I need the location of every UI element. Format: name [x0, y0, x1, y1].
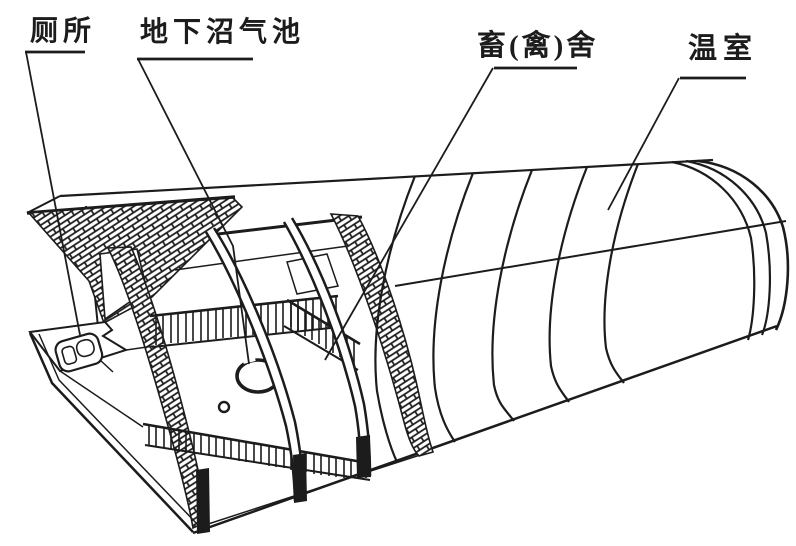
front-corner-post [196, 468, 210, 534]
label-greenhouse: 温室 [688, 31, 758, 65]
platform-step-line [99, 359, 114, 373]
squat-toilet-pan [54, 332, 104, 373]
label-biogas: 地下沼气池 [140, 16, 305, 48]
pen-fence-front [142, 422, 371, 481]
truss-a-post [293, 453, 307, 503]
ridge-line [59, 158, 714, 198]
roof-truss-b [282, 217, 372, 478]
annotation-greenhouse: 温室 [607, 31, 758, 211]
label-livestock-leader [324, 67, 494, 361]
greenhouse-end-cap [671, 159, 790, 341]
annotation-toilet: 厕所 [25, 15, 96, 336]
back-platform-edge [174, 245, 349, 271]
label-toilet: 厕所 [30, 15, 96, 47]
annotation-biogas: 地下沼气池 [137, 16, 305, 365]
greenhouse-eave-line [394, 220, 787, 287]
ground-line [192, 324, 778, 535]
label-livestock: 畜(禽)舍 [477, 28, 598, 62]
greenhouse-ribs [374, 163, 640, 463]
truss-b-post [356, 435, 371, 478]
label-greenhouse-leader [607, 77, 680, 211]
inlet-hole [217, 400, 231, 414]
east-partition-wall [329, 213, 435, 457]
label-toilet-leader [25, 51, 81, 336]
label-biogas-leader [137, 58, 250, 365]
toilet-platform [28, 320, 129, 373]
front-face-edges [28, 324, 778, 535]
annotation-livestock: 畜(禽)舍 [324, 28, 598, 361]
